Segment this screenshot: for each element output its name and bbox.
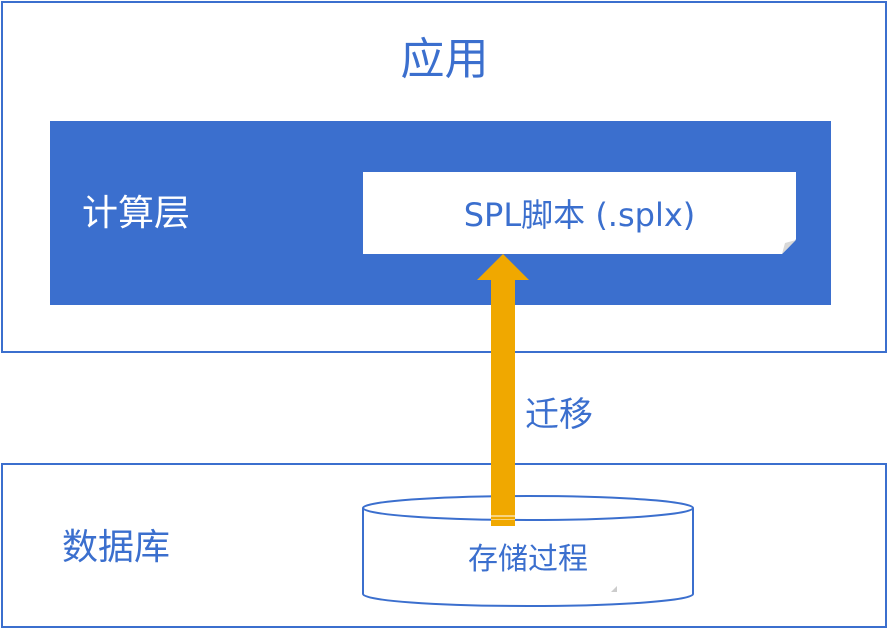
stored-procedure-cylinder-icon bbox=[362, 495, 694, 607]
database-label: 数据库 bbox=[62, 527, 171, 568]
migration-label: 迁移 bbox=[525, 395, 593, 435]
application-title: 应用 bbox=[400, 34, 489, 85]
stored-procedure-label: 存储过程 bbox=[468, 542, 588, 577]
spl-script-label: SPL脚本 (.splx) bbox=[463, 196, 696, 234]
spl-script-card bbox=[363, 172, 796, 254]
compute-layer-label: 计算层 bbox=[82, 193, 191, 234]
page-fold-icon bbox=[782, 240, 796, 254]
migration-arrow-icon bbox=[477, 254, 529, 526]
